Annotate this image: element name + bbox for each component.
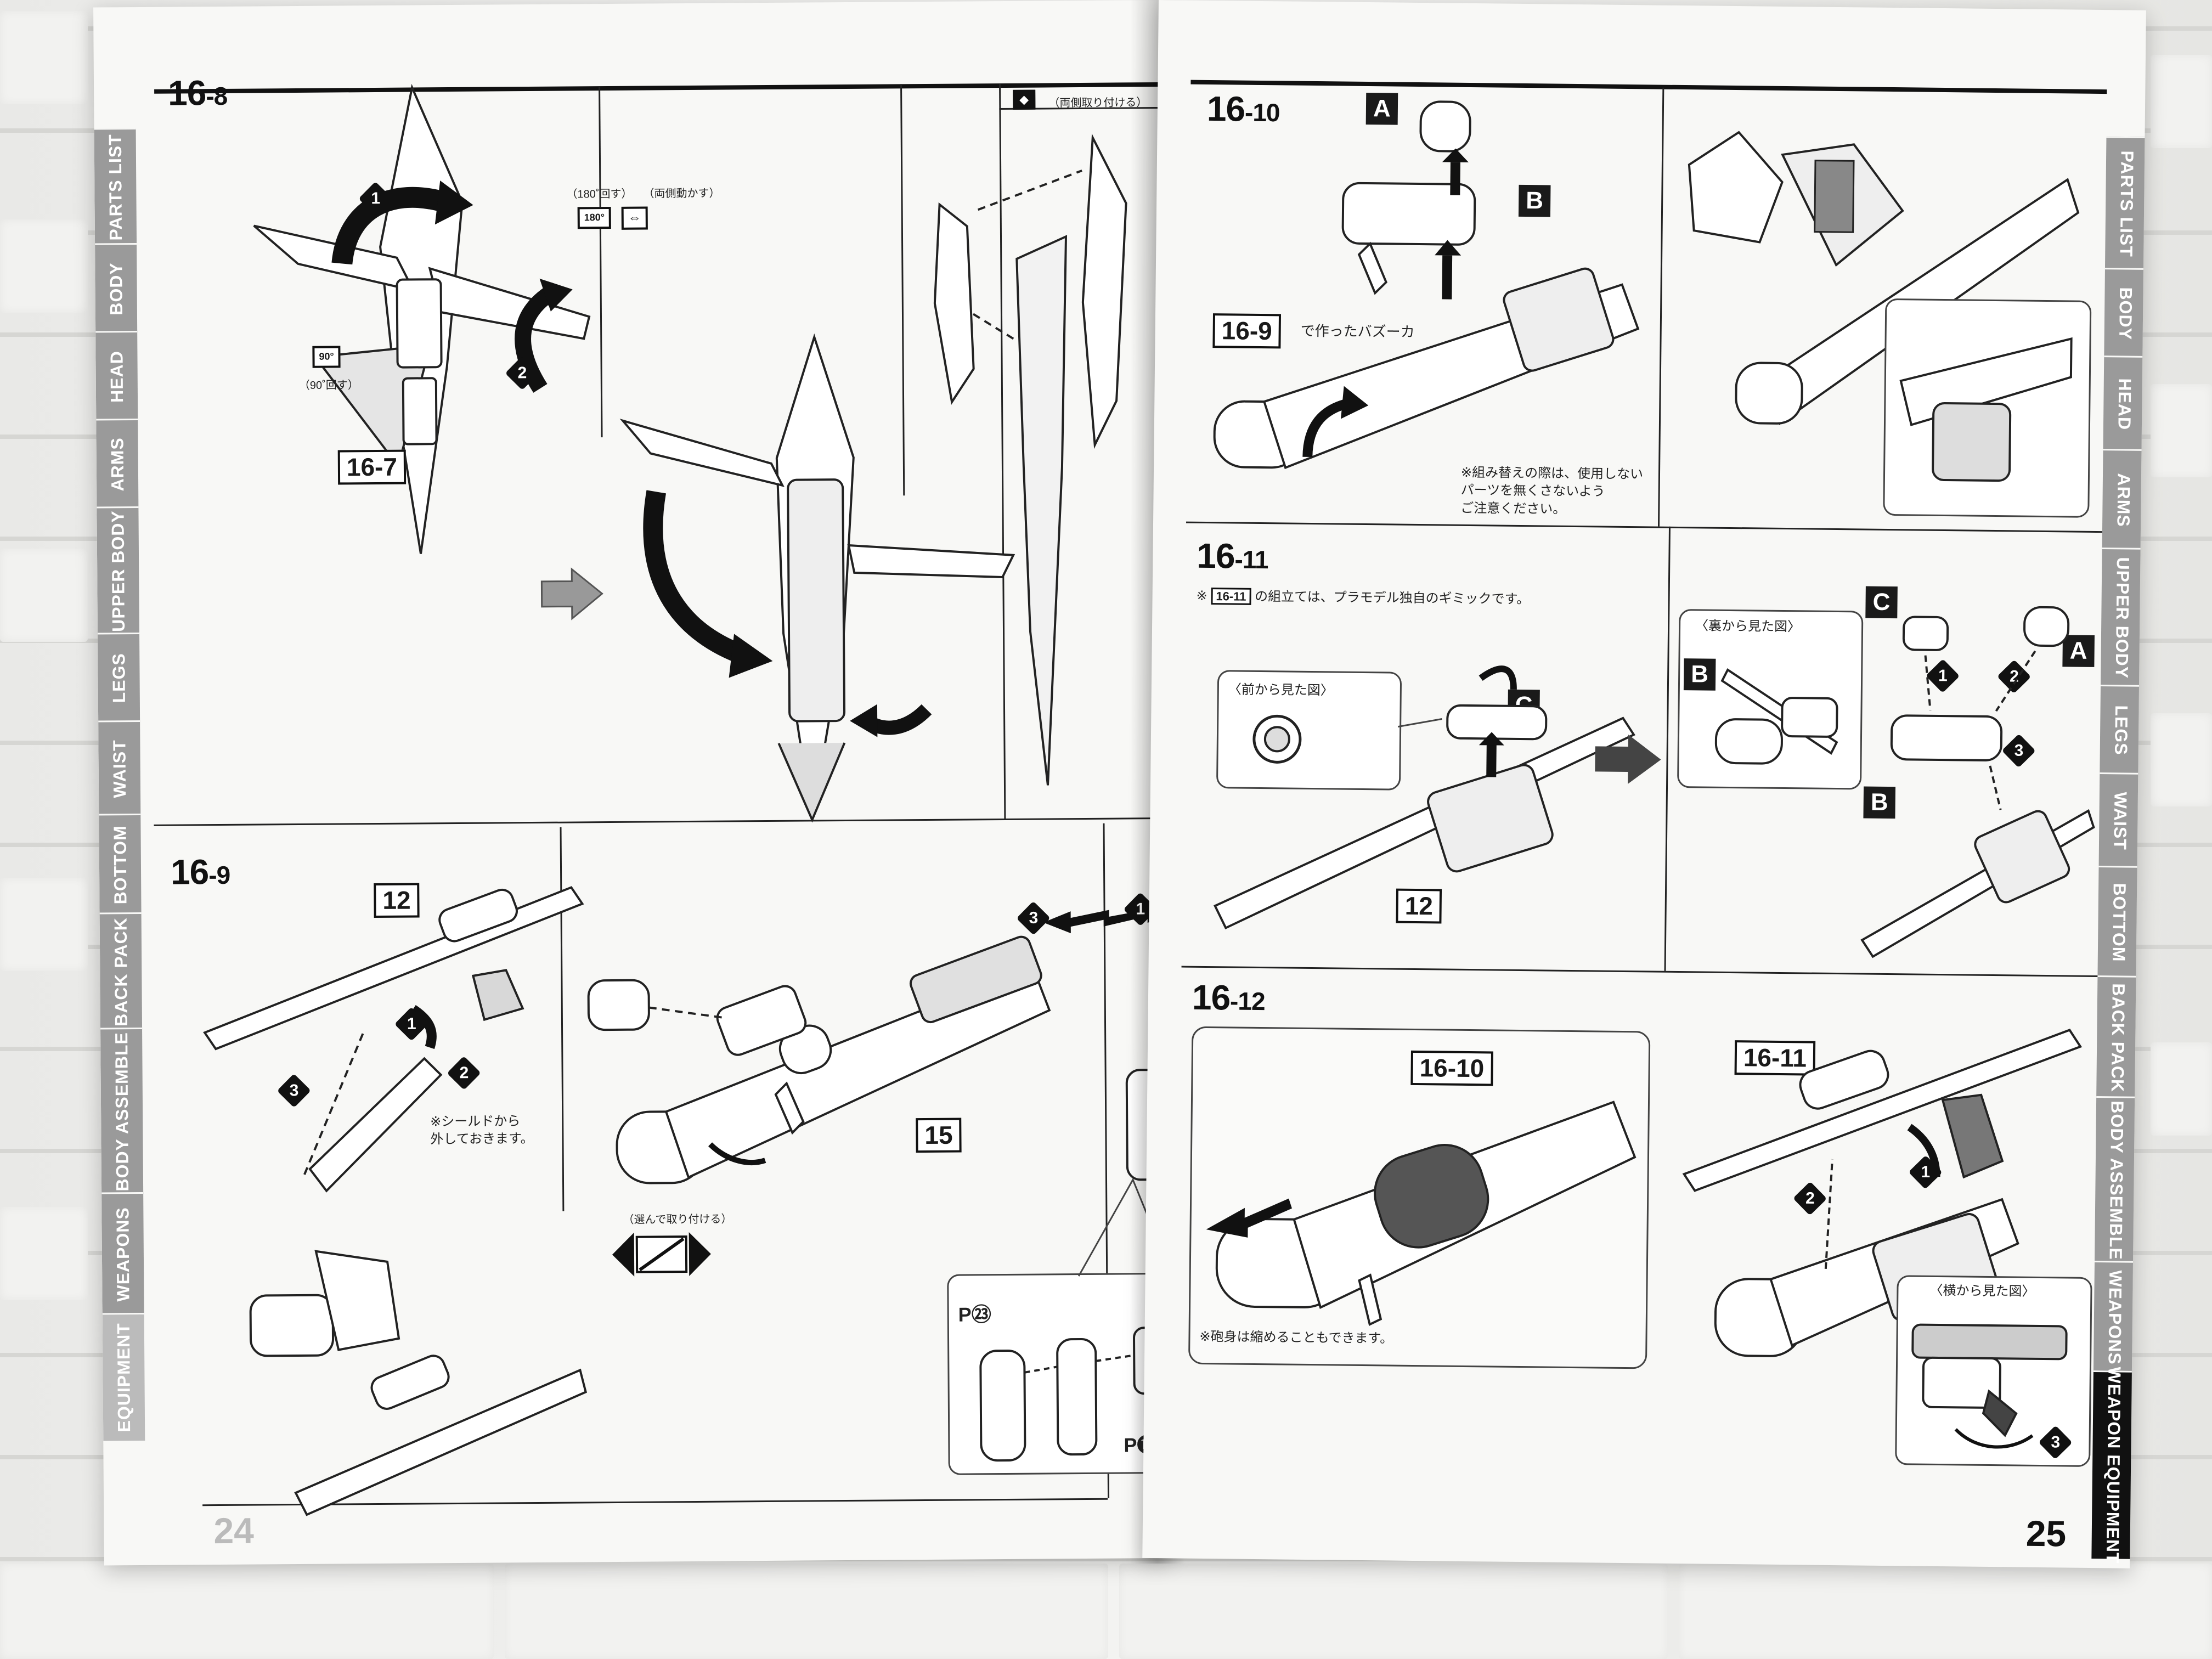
rotate-180-icon: 180° [577, 206, 612, 229]
top-rule [1190, 80, 2107, 94]
hand-with-rifle-drawing [249, 1250, 588, 1516]
tab-legs[interactable]: LEGS [2100, 685, 2143, 775]
page-number-left: 24 [213, 1510, 255, 1551]
side-view-drawing [1911, 1323, 2068, 1449]
section-divider [1186, 521, 2102, 533]
bazooka-ref-text: で作ったバズーカ [1300, 322, 1415, 340]
tab-upper-body[interactable]: UPPER BODY [97, 506, 140, 635]
tab-weapons[interactable]: WEAPONS [101, 1192, 144, 1315]
wall-brick [0, 878, 88, 971]
step-16-12-heading: 16-12 [1192, 977, 1265, 1018]
tab-back-pack[interactable]: BACK PACK [99, 912, 143, 1030]
tab-head[interactable]: HEAD [95, 331, 138, 421]
attach-both-icon: ◆ [1013, 89, 1036, 110]
bazooka-barrel-detail-drawing [1206, 1101, 1637, 1327]
next-arrow [540, 567, 603, 620]
rotate-90-icon: 90° [312, 346, 341, 368]
tab-waist[interactable]: WAIST [2098, 772, 2142, 868]
wall-brick [0, 1207, 88, 1300]
wing-assembly-drawing [253, 83, 591, 554]
bazooka-assembly-drawing [587, 935, 1051, 1184]
move-both-icon: ⇔ [621, 206, 648, 230]
tab-waist[interactable]: WAIST [98, 720, 141, 816]
section-divider [1181, 966, 2098, 978]
side-view-label: 〈横から見た図〉 [1929, 1283, 2035, 1299]
step-16-11-heading: 16-11 [1197, 535, 1268, 576]
tab-arms[interactable]: ARMS [2102, 449, 2145, 550]
section-tabs-right: PARTS LIST BODY HEAD ARMS UPPER BODY LEG… [1159, 0, 2146, 1564]
assembled-wing-drawing [619, 333, 1015, 823]
wall-brick [0, 11, 88, 104]
rearrange-note: ※組み替えの際は、使用しない パーツを無くさないよう ご注意ください。 [1460, 465, 1644, 517]
tab-bottom[interactable]: BOTTOM [2097, 866, 2141, 978]
wall-brick [2151, 384, 2212, 477]
tab-arms[interactable]: ARMS [96, 419, 139, 509]
barrel-retract-note: ※砲身は縮めることもできます。 [1199, 1329, 1393, 1346]
tab-body-assemble[interactable]: BODY ASSEMBLE [100, 1027, 144, 1194]
step-16-8-heading: 16-8 [167, 73, 228, 113]
tab-body-assemble[interactable]: BODY ASSEMBLE [2094, 1096, 2138, 1263]
section-tabs-left: PARTS LIST BODY HEAD ARMS UPPER BODY LEG… [93, 0, 1159, 1441]
section-divider [1664, 526, 1671, 971]
tab-weapon-equipment[interactable]: WEAPON EQUIPMENT [2091, 1367, 2135, 1564]
part-ref-16-7: 16-7 [337, 449, 407, 485]
wall-brick [2151, 713, 2212, 806]
tab-head[interactable]: HEAD [2103, 356, 2146, 451]
rotate-180-label: （180˚回す） [566, 188, 633, 201]
tab-weapons[interactable]: WEAPONS [2093, 1260, 2137, 1373]
tab-legs[interactable]: LEGS [98, 632, 140, 723]
tab-parts-list[interactable]: PARTS LIST [94, 128, 137, 245]
weapon-combine-drawing [1682, 1029, 2083, 1357]
wall-brick [0, 1564, 494, 1659]
back-view-label: 〈裏から見た図〉 [1695, 618, 1801, 635]
tab-back-pack[interactable]: BACK PACK [2096, 975, 2140, 1098]
choose-attach-icon [612, 1232, 711, 1277]
tab-parts-list[interactable]: PARTS LIST [2104, 136, 2146, 270]
tab-bottom[interactable]: BOTTOM [99, 813, 142, 915]
tab-body[interactable]: BODY [95, 243, 138, 333]
wall-brick [1679, 1564, 2212, 1659]
wall-brick [2151, 1042, 2212, 1136]
rifle-drawing [203, 886, 584, 1193]
wall-brick [2151, 55, 2212, 148]
scope-back-drawing [1714, 668, 1838, 765]
tab-upper-body[interactable]: UPPER BODY [2100, 548, 2144, 687]
gimmick-note: ※ 16-11 の組立ては、プラモデル独自のギミックです。 [1196, 588, 1530, 607]
wall-brick [505, 1564, 1108, 1659]
wing-blade-parts-drawing [933, 133, 1127, 786]
wall-brick [0, 219, 88, 313]
wall-brick [0, 549, 88, 642]
grip-detail-drawing [1899, 337, 2073, 482]
bazooka-rearrange-drawing [1213, 100, 1640, 470]
rifle-scope-rearranged-drawing [1860, 606, 2095, 958]
next-arrow [1595, 735, 1661, 785]
wall-brick [1119, 1564, 1668, 1659]
page-number-right: 25 [2025, 1513, 2067, 1554]
tab-equipment[interactable]: EQUIPMENT [102, 1312, 145, 1441]
tab-body[interactable]: BODY [2104, 268, 2146, 358]
rifle-scope-assembly-drawing [1214, 665, 1635, 930]
part-number-12: 12 [1396, 888, 1442, 924]
part-number-15: 15 [916, 1118, 962, 1153]
part-ref-16-9: 16-9 [1212, 313, 1282, 348]
manual-page-left: PARTS LIST BODY HEAD ARMS UPPER BODY LEG… [93, 0, 1170, 1566]
scope-front-icon [1252, 714, 1302, 764]
manual-page-right: 16-10 A B 16-9 で作ったバズーカ [1142, 0, 2146, 1568]
move-both-label: （両側動かす） [643, 187, 720, 200]
shield-note: ※シールドから 外しておきます。 [430, 1114, 534, 1147]
rotate-90-label: （90˚回す） [298, 379, 359, 392]
hand-part-p23: P㉓ [958, 1303, 991, 1326]
